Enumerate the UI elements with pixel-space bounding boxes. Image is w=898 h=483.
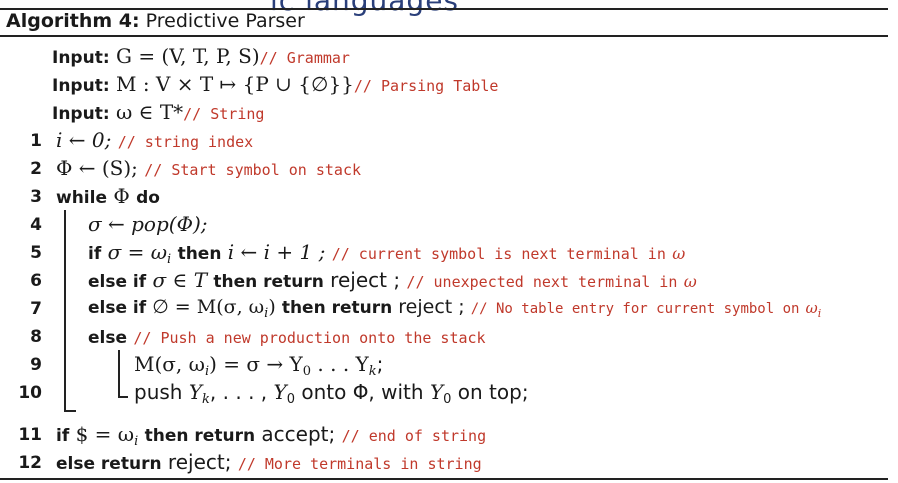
algo-line-10: 10 push Yk, . . . , Y0 onto Φ, with Y0 o… xyxy=(18,380,529,407)
algo-line-11: 11 if $ = ωi then return accept; // end … xyxy=(18,422,487,449)
input-table: Input: M : V × T ↦ {P ∪ {∅}}// Parsing T… xyxy=(52,72,499,96)
input-grammar: Input: G = (V, T, P, S)// Grammar xyxy=(52,44,350,68)
algo-line-5: 5 if σ = ωi then i ← i + 1 ; // current … xyxy=(30,240,686,267)
algo-line-6: 6 else if σ ∈ T then return reject ; // … xyxy=(30,268,697,292)
algo-line-9: 9 M(σ, ωi) = σ → Y0 . . . Yk; xyxy=(30,352,384,379)
algorithm-name: Predictive Parser xyxy=(145,10,305,32)
top-rule xyxy=(0,8,888,10)
algo-line-7: 7 else if ∅ = M(σ, ωi) then return rejec… xyxy=(30,296,822,321)
algorithm-label: Algorithm 4: xyxy=(6,10,140,32)
algorithm-title: Algorithm 4: Predictive Parser xyxy=(6,10,305,32)
algo-line-1: 1 i ← 0; // string index xyxy=(30,128,254,152)
bottom-rule xyxy=(0,478,888,480)
algo-line-12: 12 else return reject; // More terminals… xyxy=(18,450,482,474)
algo-line-8: 8 else // Push a new production onto the… xyxy=(30,327,486,348)
algo-line-2: 2 Φ ← (S); // Start symbol on stack xyxy=(30,156,362,180)
while-block-foot xyxy=(64,410,76,412)
input-string: Input: ω ∈ T*// String xyxy=(52,100,265,124)
title-rule xyxy=(0,35,888,37)
algo-line-4: 4 σ ← pop(Φ); xyxy=(30,212,208,236)
while-block-bar xyxy=(64,210,66,410)
algo-line-3: 3 while Φ do xyxy=(30,184,160,208)
else-block-foot xyxy=(118,396,128,398)
else-block-bar xyxy=(118,350,120,396)
